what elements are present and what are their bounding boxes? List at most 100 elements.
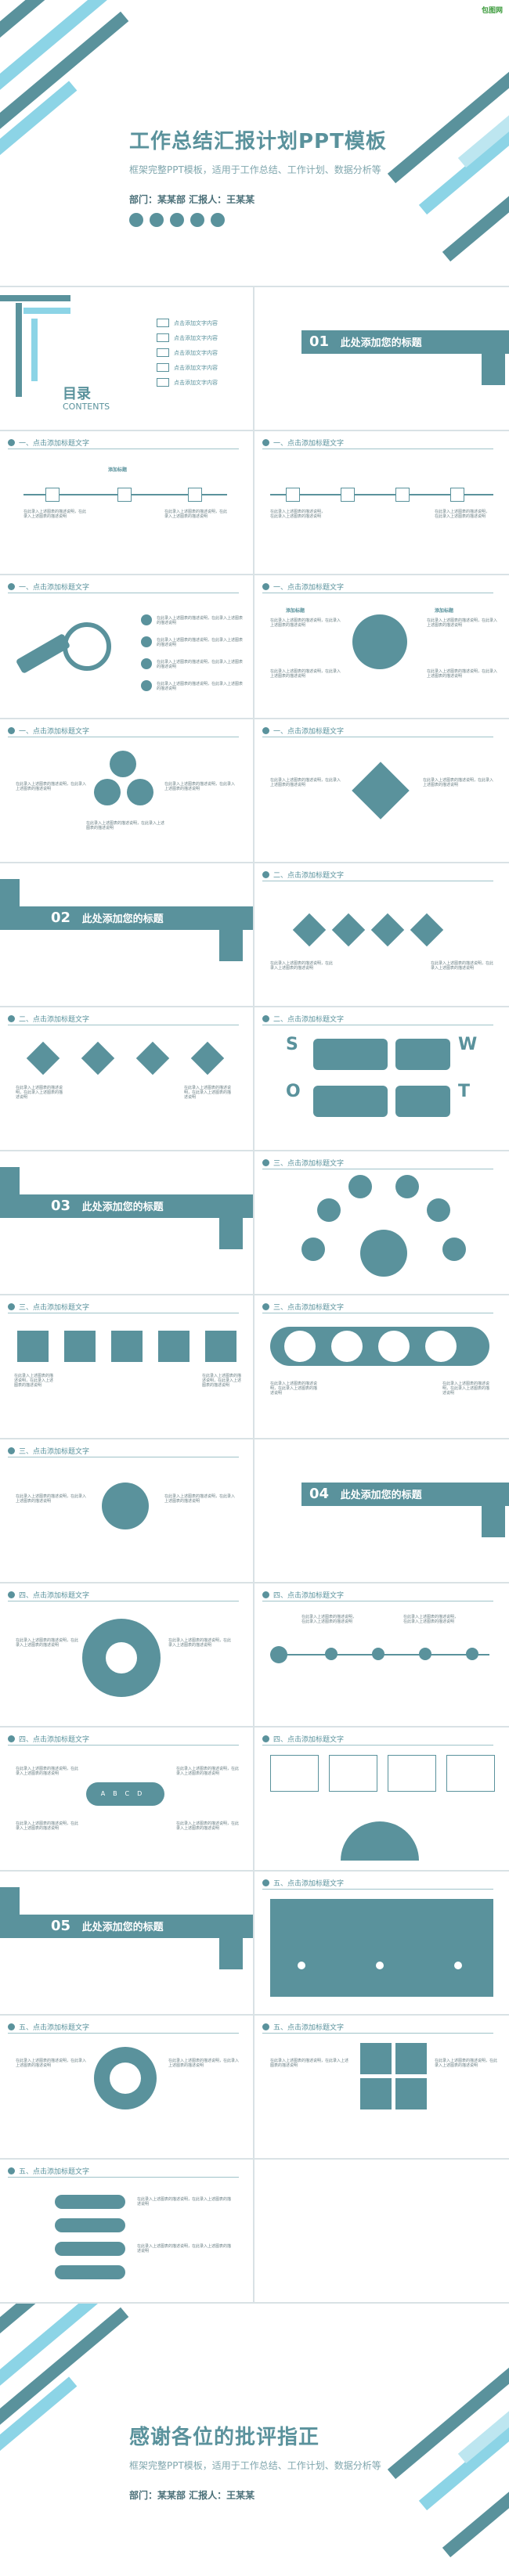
- slide-header: 三、点击添加标题文字: [8, 1302, 240, 1313]
- slide-ring: 五、点击添加标题文字 在此录入上述图表的描述说明，在此录入上述图表的描述说明 在…: [0, 2016, 253, 2158]
- step-title: 添加标题: [108, 467, 128, 473]
- slide-diamonds: 二、点击添加标题文字 在此录入上述图表的描述说明，在此录入上述图表的描述说明 在…: [254, 863, 509, 1006]
- toc-item-3[interactable]: 点击添加文字内容: [174, 349, 218, 356]
- slide-header: 四、点击添加标题文字: [262, 1590, 494, 1601]
- cover-title: 工作总结汇报计划PPT模板: [129, 130, 387, 153]
- toc-item-1[interactable]: 点击添加文字内容: [174, 319, 218, 326]
- slide-header: 一、点击添加标题文字: [262, 726, 494, 737]
- slide-header: 四、点击添加标题文字: [262, 1734, 494, 1746]
- slide-arrows: 二、点击添加标题文字 在此录入上述图表的描述说明，在此录入上述图表的描述说明 在…: [0, 1007, 253, 1150]
- text: 在此录入上述图表的描述说明，在此录入上述图表的描述说明: [16, 1494, 87, 1504]
- cover-slide: 包图网 工作总结汇报计划PPT模板 框架完整PPT模板，适用于工作总结、工作计划…: [0, 0, 509, 286]
- text-bottom: 在此录入上述图表的描述说明，在此录入上述图表的描述说明: [86, 821, 165, 830]
- slide-circles-row: 三、点击添加标题文字 在此录入上述图表的描述说明，在此录入上述图表的描述说明 在…: [254, 1295, 509, 1438]
- slide-header: 四、点击添加标题文字: [8, 1590, 240, 1601]
- section-02-title: 此处添加您的标题: [81, 913, 164, 925]
- icon-3: [170, 213, 184, 227]
- section-03-num: 03: [51, 1198, 71, 1214]
- step-text: 在此录入上述图表的描述说明，在此录入上述图表的描述说明: [164, 510, 228, 519]
- section-05-slide: 05 此处添加您的标题: [0, 1872, 253, 2014]
- slide-header: 二、点击添加标题文字: [262, 1014, 494, 1025]
- slide-radial: 三、点击添加标题文字: [254, 1151, 509, 1294]
- text: 在此录入上述图表的描述说明，在此录入上述图表的描述说明: [137, 2244, 232, 2254]
- text: 在此录入上述图表的描述说明，在此录入上述图表的描述说明: [164, 1494, 236, 1504]
- icon-2: [150, 213, 164, 227]
- icon-5: [211, 213, 225, 227]
- section-02-num: 02: [51, 910, 71, 926]
- ending-title: 感谢各位的批评指正: [129, 2426, 320, 2449]
- slide-header: 五、点击添加标题文字: [8, 2166, 240, 2178]
- ending-meta: 部门：某某部 汇报人：王某某: [129, 2490, 255, 2501]
- swot-w: W: [458, 1035, 478, 1054]
- toc-item-5[interactable]: 点击添加文字内容: [174, 379, 218, 386]
- text: 在此录入上述图表的描述说明，在此录入上述图表的描述说明: [431, 961, 494, 971]
- text-bl: 在此录入上述图表的描述说明，在此录入上述图表的描述说明: [270, 669, 341, 679]
- slide-stack: 五、点击添加标题文字 在此录入上述图表的描述说明，在此录入上述图表的描述说明 在…: [0, 2160, 253, 2302]
- section-02-slide: 02 此处添加您的标题: [0, 863, 253, 1006]
- section-03-slide: 03 此处添加您的标题: [0, 1151, 253, 1294]
- center-diamond: [352, 762, 410, 820]
- toc-item-2[interactable]: 点击添加文字内容: [174, 334, 218, 341]
- ending-slide: 感谢各位的批评指正 框架完整PPT模板，适用于工作总结、工作计划、数据分析等 部…: [0, 2304, 509, 2576]
- text: 在此录入上述图表的描述说明，在此录入上述图表的描述说明: [168, 1638, 232, 1648]
- slide-triangle: 一、点击添加标题文字 在此录入上述图表的描述说明，在此录入上述图表的描述说明 在…: [0, 719, 253, 862]
- section-04-num: 04: [309, 1486, 330, 1502]
- text: 在此录入上述图表的描述说明，在此录入上述图表的描述说明: [435, 2059, 498, 2068]
- slide-puzzle: 五、点击添加标题文字 在此录入上述图表的描述说明，在此录入上述图表的描述说明 在…: [254, 2016, 509, 2158]
- text: 在此录入上述图表的描述说明，在此录入上述图表的描述说明: [16, 1767, 79, 1776]
- slide-abcd: 四、点击添加标题文字 ABCD 在此录入上述图表的描述说明，在此录入上述图表的描…: [0, 1728, 253, 1870]
- slide-header: 一、点击添加标题文字: [8, 438, 240, 449]
- text: 在此录入上述图表的描述说明，在此录入上述图表的描述说明: [184, 1086, 232, 1100]
- text: 在此录入上述图表的描述说明，在此录入上述图表的描述说明: [16, 1638, 79, 1648]
- text: 在此录入上述图表的描述说明，在此录入上述图表的描述说明: [270, 961, 334, 971]
- slide-banner-panel: 五、点击添加标题文字: [254, 1872, 509, 2014]
- text-item: 在此录入上述图表的描述说明，在此录入上述图表的描述说明: [157, 638, 244, 647]
- text-tr: 在此录入上述图表的描述说明，在此录入上述图表的描述说明: [427, 618, 498, 628]
- text: 在此录入上述图表的描述说明，在此录入上述图表的描述说明: [442, 1382, 490, 1396]
- title-tl: 添加标题: [286, 608, 305, 614]
- slide-header: 五、点击添加标题文字: [8, 2022, 240, 2034]
- toc-sub: CONTENTS: [63, 402, 110, 412]
- text-br: 在此录入上述图表的描述说明，在此录入上述图表的描述说明: [427, 669, 498, 679]
- slide-s1-b: 一、点击添加标题文字 在此录入上述图表的描述说明，在此录入上述图表的描述说明 在…: [254, 431, 509, 574]
- keys-illustration: [15, 622, 117, 685]
- section-03-title: 此处添加您的标题: [81, 1202, 164, 1213]
- section-05-num: 05: [51, 1918, 71, 1934]
- icon-1: [129, 213, 143, 227]
- text-right: 在此录入上述图表的描述说明，在此录入上述图表的描述说明: [423, 778, 494, 787]
- cover-meta: 部门：某某部 汇报人：王某某: [129, 194, 255, 205]
- slide-empty: [254, 2160, 509, 2302]
- text: 在此录入上述图表的描述说明，在此录入上述图表的描述说明: [168, 2059, 240, 2068]
- title-tr: 添加标题: [435, 608, 454, 614]
- abcd-pill: ABCD: [86, 1782, 164, 1806]
- text: 在此录入上述图表的描述说明，在此录入上述图表的描述说明: [16, 1821, 79, 1831]
- slide-header: 一、点击添加标题文字: [8, 726, 240, 737]
- slide-keys: 一、点击添加标题文字 在此录入上述图表的描述说明，在此录入上述图表的描述说明 在…: [0, 575, 253, 718]
- toc-item-4[interactable]: 点击添加文字内容: [174, 364, 218, 371]
- cover-subtitle: 框架完整PPT模板，适用于工作总结、工作计划、数据分析等: [129, 164, 381, 175]
- swot-t: T: [458, 1082, 471, 1101]
- toc-title: 目录: [63, 386, 91, 402]
- text: 在此录入上述图表的描述说明，在此录入上述图表的描述说明: [137, 2197, 232, 2207]
- text: 在此录入上述图表的描述说明，在此录入上述图表的描述说明: [176, 1767, 240, 1776]
- text: 在此录入上述图表的描述说明，在此录入上述图表的描述说明: [176, 1821, 240, 1831]
- section-01-title: 此处添加您的标题: [340, 337, 422, 349]
- swot-s: S: [286, 1035, 298, 1054]
- text-item: 在此录入上述图表的描述说明，在此录入上述图表的描述说明: [157, 682, 244, 691]
- text: 在此录入上述图表的描述说明，在此录入上述图表的描述说明: [16, 2059, 87, 2068]
- section-04-slide: 04 此处添加您的标题: [254, 1439, 509, 1582]
- ending-subtitle: 框架完整PPT模板，适用于工作总结、工作计划、数据分析等: [129, 2460, 381, 2471]
- slide-header: 五、点击添加标题文字: [262, 2022, 494, 2034]
- text-item: 在此录入上述图表的描述说明，在此录入上述图表的描述说明: [157, 616, 244, 625]
- section-04-title: 此处添加您的标题: [340, 1490, 422, 1501]
- text: 在此录入上述图表的描述说明，在此录入上述图表的描述说明: [202, 1374, 242, 1388]
- section-05-title: 此处添加您的标题: [81, 1922, 164, 1933]
- cover-icons: [129, 213, 225, 227]
- slide-timeline: 四、点击添加标题文字 在此录入上述图表的描述说明，在此录入上述图表的描述说明 在…: [254, 1583, 509, 1726]
- slide-s1-a: 一、点击添加标题文字 添加标题 在此录入上述图表的描述说明，在此录入上述图表的描…: [0, 431, 253, 574]
- text: 在此录入上述图表的描述说明，在此录入上述图表的描述说明: [270, 2059, 349, 2068]
- hexagon-center: [352, 614, 407, 669]
- toc-slide: 目录 CONTENTS 点击添加文字内容 点击添加文字内容 点击添加文字内容 点…: [0, 287, 253, 430]
- text: 在此录入上述图表的描述说明，在此录入上述图表的描述说明: [270, 1382, 318, 1396]
- text: 在此录入上述图表的描述说明，在此录入上述图表的描述说明: [14, 1374, 54, 1388]
